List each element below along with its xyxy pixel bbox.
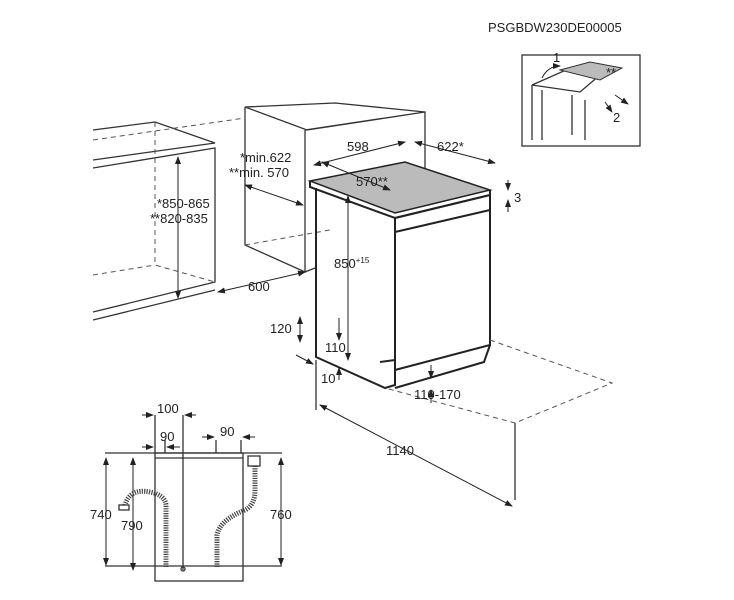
- model-code: PSGBDW230DE00005: [488, 20, 622, 35]
- rear-dim-740: 740: [90, 507, 112, 522]
- worktop-gap-label: 3: [514, 190, 521, 205]
- height-label: 850+15: [334, 256, 370, 271]
- dishwasher: [295, 140, 614, 507]
- niche-min-b: **min. 570: [229, 165, 289, 180]
- depth-a-label: 622*: [437, 139, 464, 154]
- depth-b-label: 570**: [356, 174, 388, 189]
- plinth-110-label: 110: [325, 340, 346, 355]
- niche-min-a: *min.622: [240, 150, 291, 165]
- niche-width: 600: [248, 279, 270, 294]
- inset-worktop-removal: 1 ** 2: [521, 50, 641, 147]
- inset-step-2: 2: [613, 110, 620, 125]
- plinth-range-label: 110-170: [414, 387, 461, 402]
- height-value: 850: [334, 256, 356, 271]
- height-range-b: **820-835: [150, 211, 208, 226]
- door-open-depth-label: 1140: [386, 443, 414, 458]
- height-tolerance: +15: [356, 256, 370, 265]
- inset-step-1: 1: [553, 50, 560, 65]
- back-cabinet: [92, 102, 426, 294]
- plinth-120-label: 120: [270, 321, 292, 336]
- rear-dim-90-right: 90: [220, 424, 234, 439]
- rear-dim-100: 100: [157, 401, 179, 416]
- left-cabinet: [92, 121, 216, 321]
- rear-dim-790: 790: [121, 518, 143, 533]
- rear-dim-760: 760: [270, 507, 292, 522]
- height-range-a: *850-865: [157, 196, 210, 211]
- rear-dim-90-left: 90: [160, 429, 174, 444]
- rear-view: [103, 412, 284, 582]
- inset-mark: **: [606, 65, 616, 80]
- plinth-10-label: 10: [321, 371, 335, 386]
- width-label: 598: [347, 139, 369, 154]
